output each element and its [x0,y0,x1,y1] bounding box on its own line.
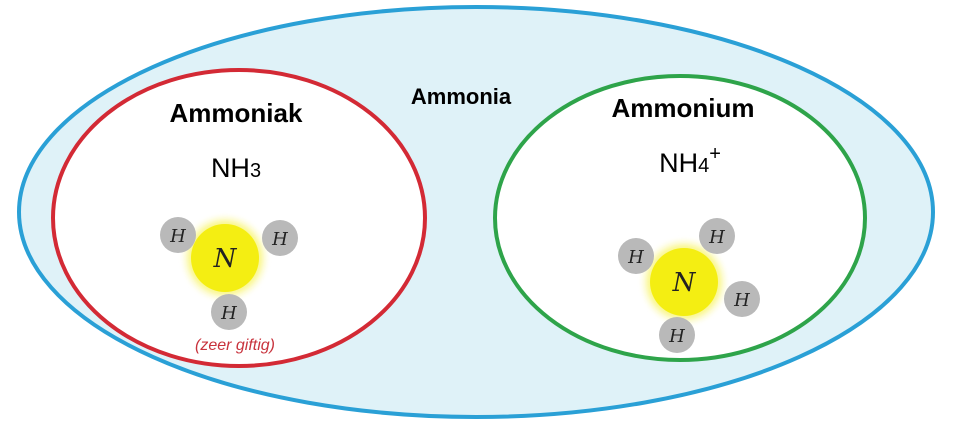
hydrogen-label: H [220,303,237,324]
hydrogen-label: H [169,226,186,247]
outer-set-label: Ammonia [411,84,512,109]
nitrogen-label: N [213,244,238,274]
hydrogen-label: H [627,247,644,268]
hydrogen-label: H [271,229,288,250]
right-set-ellipse [493,74,867,362]
left-set-title: Ammoniak [170,98,303,128]
hydrogen-atom [262,220,298,256]
left-set-ellipse [51,68,427,368]
hydrogen-label: H [668,326,685,347]
toxicity-note: (zeer giftig) [195,337,275,354]
hydrogen-label: H [733,290,750,311]
hydrogen-atom [699,218,735,254]
hydrogen-atom [160,217,196,253]
nitrogen-atom [650,248,718,316]
ammoniak-molecule: N H H H [160,217,298,330]
nitrogen-atom [191,224,259,292]
right-formula: NH4+ [659,143,721,178]
left-formula: NH3 [211,153,261,183]
hydrogen-atom [618,238,654,274]
nitrogen-label: N [672,268,697,298]
hydrogen-atom [211,294,247,330]
right-set-title: Ammonium [612,93,755,123]
hydrogen-label: H [708,227,725,248]
hydrogen-atom [724,281,760,317]
ammonium-molecule: N H H H H [618,218,760,353]
hydrogen-atom [659,317,695,353]
